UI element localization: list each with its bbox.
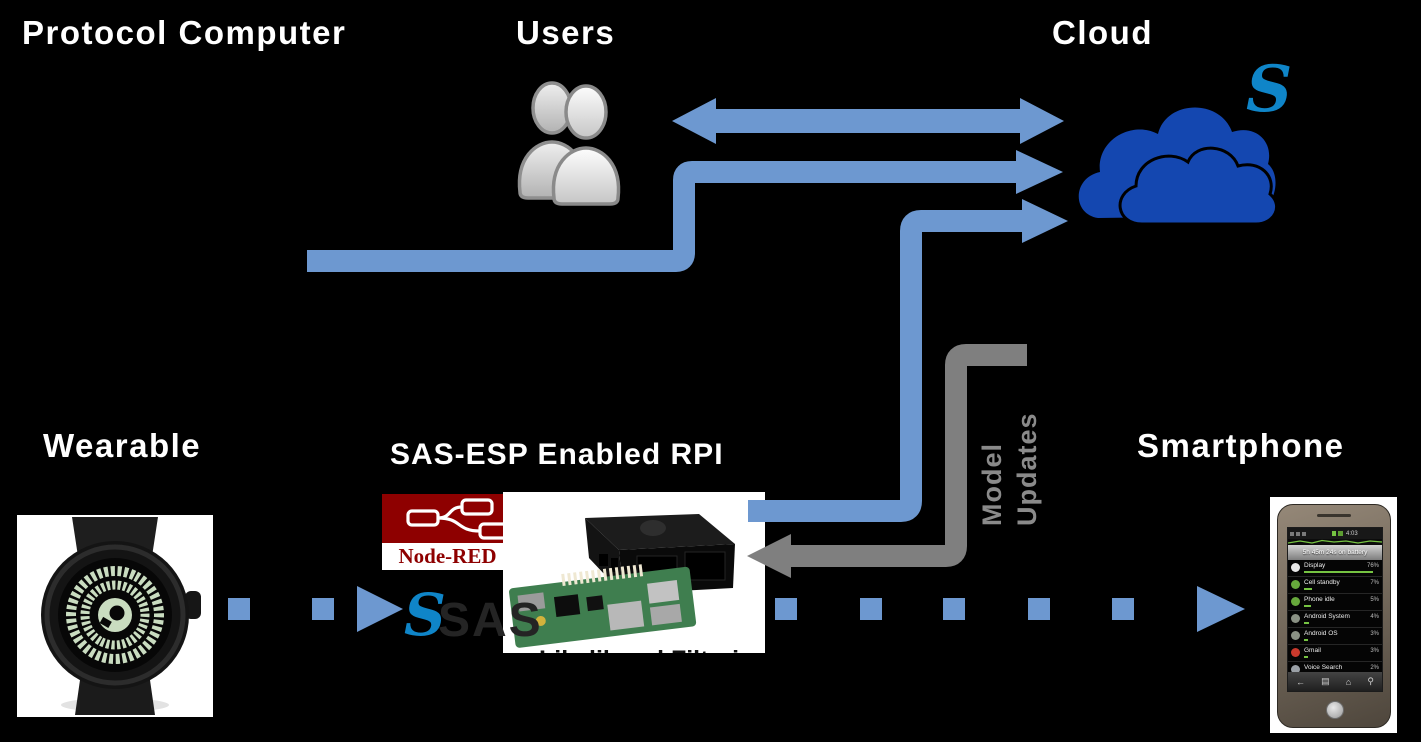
front-person-icon <box>551 84 621 206</box>
users-icon <box>517 81 621 206</box>
sas-logo-cloud-icon: S <box>1246 52 1293 127</box>
phone-screen: 4:03 5h 45m 24s on battery Display 76% Cel… <box>1287 527 1383 692</box>
back-icon: ← <box>1296 676 1306 687</box>
sas-esp-rpi-label: SAS-ESP Enabled RPI <box>390 438 724 471</box>
phone-nav-bar: ← ▤ ⌂ ⚲ <box>1288 672 1382 691</box>
search-icon: ⚲ <box>1367 676 1374 686</box>
stream-arrowhead <box>357 586 403 632</box>
arrowhead-right <box>1016 150 1063 194</box>
display-icon <box>1291 563 1300 572</box>
battery-row-percent: 76% <box>1366 563 1379 569</box>
arrow-cloud-to-rpi-model-updates <box>747 344 1027 578</box>
battery-row-bar <box>1304 638 1308 641</box>
arrowhead-left <box>672 98 716 144</box>
battery-row-bar <box>1304 604 1311 607</box>
dashed-stream-wearable-to-rpi <box>228 586 403 632</box>
ethernet-port <box>607 600 645 631</box>
battery-row: Phone idle 5% <box>1288 594 1382 611</box>
arrow-rpi-to-cloud <box>748 199 1068 522</box>
battery-row: Gmail 3% <box>1288 645 1382 662</box>
signal-icon <box>1338 531 1343 536</box>
sas-wordmark-faint: SAS <box>438 594 543 647</box>
battery-row-percent: 4% <box>1370 614 1379 620</box>
stream-arrowhead <box>1197 586 1245 632</box>
battery-row-percent: 3% <box>1370 648 1379 654</box>
rpi-board <box>509 564 697 648</box>
dashed-stream-rpi-to-smartphone <box>775 586 1245 632</box>
battery-row: Android System 4% <box>1288 611 1382 628</box>
battery-row-bar <box>1304 621 1309 624</box>
users-label: Users <box>516 14 616 51</box>
battery-row: Android OS 3% <box>1288 628 1382 645</box>
battery-row-percent: 5% <box>1370 597 1379 603</box>
arrow-protocol-computer-to-cloud <box>307 150 1063 272</box>
voice-search-icon <box>1291 665 1300 674</box>
battery-row-percent: 7% <box>1370 580 1379 586</box>
battery-row-label: Voice Search <box>1304 664 1343 671</box>
battery-row: Display 76% <box>1288 560 1382 577</box>
cloud-icon <box>1078 107 1278 226</box>
cell-standby-icon <box>1291 580 1300 589</box>
node-red-wordmark: Node-RED <box>398 544 497 568</box>
menu-icon: ▤ <box>1321 676 1330 686</box>
battery-row-label: Android OS <box>1304 630 1338 637</box>
sas-logo-rpi-icon: S <box>404 581 446 649</box>
battery-row-label: Gmail <box>1304 647 1321 654</box>
battery-row-bar <box>1304 570 1373 573</box>
gpio-pins <box>561 564 644 587</box>
android-os-icon <box>1291 631 1300 640</box>
node-red-logo: Node-RED <box>382 494 513 570</box>
arrowhead-right <box>1020 98 1064 144</box>
arrowhead-right <box>1022 199 1068 243</box>
wearable-watch-image <box>17 515 213 717</box>
status-time: 4:03 <box>1346 530 1358 537</box>
cpu-chip <box>553 594 581 618</box>
node-red-flow-icon <box>382 494 513 543</box>
battery-row-label: Display <box>1304 562 1326 569</box>
battery-history-graph <box>1288 539 1382 545</box>
arrowhead-left <box>747 534 791 578</box>
battery-icon <box>1332 531 1336 536</box>
rpi-caption-cropped: Likelihood Filtering <box>539 646 765 653</box>
phone-status-bar: 4:03 <box>1288 528 1382 539</box>
trackball-button <box>1326 701 1344 719</box>
battery-row-bar <box>1304 587 1312 590</box>
battery-row-percent: 2% <box>1370 665 1379 671</box>
android-system-icon <box>1291 614 1300 623</box>
phone-speaker <box>1317 514 1351 517</box>
battery-row-bar <box>1304 655 1308 658</box>
cloud-label: Cloud <box>1052 14 1153 51</box>
watch-crown-button <box>185 591 201 619</box>
battery-row-percent: 3% <box>1370 631 1379 637</box>
battery-row-label: Cell standby <box>1304 579 1340 586</box>
battery-row: Cell standby 7% <box>1288 577 1382 594</box>
smartphone-label: Smartphone <box>1137 427 1345 464</box>
wearable-label: Wearable <box>43 427 202 464</box>
front-cloud-shape <box>1118 146 1278 226</box>
battery-rows: Display 76% Cell standby 7% Phone idle 5% Andr… <box>1288 560 1382 679</box>
raspberry-pi-image: Likelihood Filtering <box>503 492 765 653</box>
battery-usage-header: 5h 45m 24s on battery <box>1288 545 1382 560</box>
phone-idle-icon <box>1291 597 1300 606</box>
raspberry-logo-emboss <box>640 520 666 536</box>
protocol-computer-label: Protocol Computer <box>22 14 347 51</box>
usb-ports <box>647 580 680 604</box>
smartphone-image: 4:03 5h 45m 24s on battery Display 76% Cel… <box>1270 497 1397 733</box>
arrow-users-cloud-bidirectional <box>672 98 1064 144</box>
battery-row-label: Phone idle <box>1304 596 1335 603</box>
gmail-icon <box>1291 648 1300 657</box>
phone-body: 4:03 5h 45m 24s on battery Display 76% Cel… <box>1277 504 1391 728</box>
hdmi-port <box>517 592 546 612</box>
home-icon: ⌂ <box>1345 676 1352 687</box>
battery-row-label: Android System <box>1304 613 1350 620</box>
